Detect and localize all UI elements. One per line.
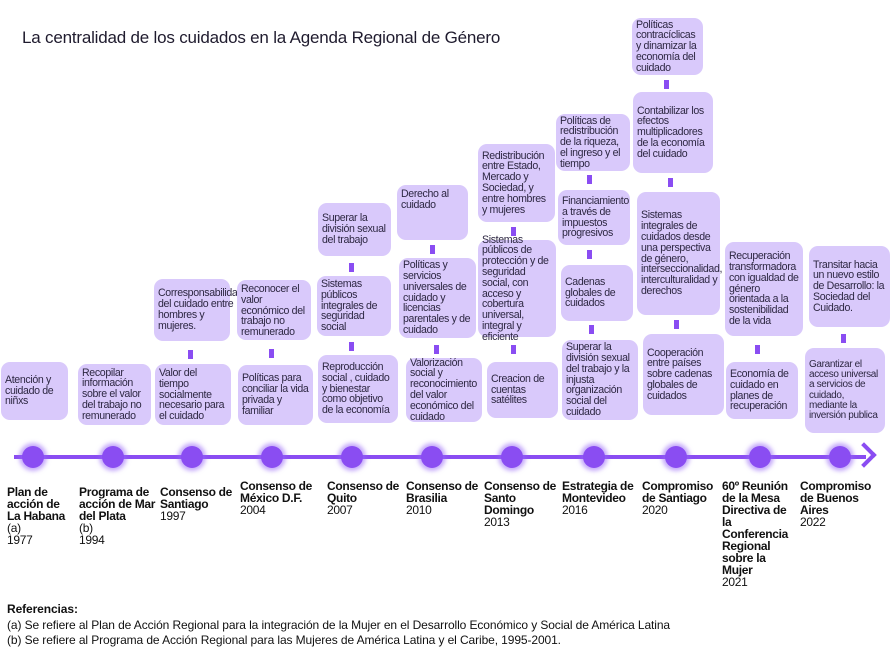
references-heading: Referencias: [7, 602, 78, 616]
milestone-name: Plan de acción de La Habana [7, 485, 65, 523]
milestone-box: Superar la división sexual del trabajo y… [562, 340, 638, 420]
milestone-name: 60º Reunión de la Mesa Directiva de la C… [722, 479, 789, 577]
milestone-box: Cadenas globales de cuidados [561, 265, 633, 321]
page-title: La centralidad de los cuidados en la Age… [22, 28, 501, 47]
milestone-box: Transitar hacia un nuevo estilo de Desar… [809, 246, 890, 327]
connector [587, 175, 592, 184]
connector [674, 320, 679, 329]
milestone-box: Financiamiento a través de impuestos pro… [558, 190, 630, 245]
timeline-dot [181, 446, 203, 468]
timeline-dot [341, 446, 363, 468]
references: Referencias: (a) Se refiere al Plan de A… [7, 602, 670, 649]
milestone-note: (a) [7, 521, 21, 535]
milestone-box: Reconocer el valor económico del trabajo… [237, 280, 311, 340]
milestone-name: Consenso de Santo Domingo [484, 479, 557, 517]
milestone-box: Derecho al cuidado [397, 185, 468, 240]
milestone-name: Consenso de Quito [327, 479, 400, 505]
milestone-box: Sistemas públicos integrales de segurida… [317, 276, 391, 336]
milestone-name: Consenso de Santiago [160, 485, 233, 511]
milestone-year: 2004 [240, 503, 266, 517]
milestone-box: Redistribución entre Estado, Mercado y S… [478, 144, 555, 222]
connector [664, 80, 669, 89]
connector [188, 350, 193, 359]
connector [349, 342, 354, 351]
milestone-name: Consenso de Brasilia [406, 479, 479, 505]
timeline-dot [829, 446, 851, 468]
milestone-label: 60º Reunión de la Mesa Directiva de la C… [722, 480, 796, 588]
connector [755, 345, 760, 354]
milestone-name: Consenso de México D.F. [240, 479, 313, 505]
milestone-year: 2010 [406, 503, 432, 517]
milestone-box: Recuperación transformadora con igualdad… [725, 242, 803, 336]
timeline-dot [501, 446, 523, 468]
milestone-box: Cooperación entre países sobre cadenas g… [643, 334, 724, 415]
milestone-box: Recopilar información sobre el valor del… [78, 364, 151, 425]
milestone-year: 2013 [484, 515, 510, 529]
timeline-dot [102, 446, 124, 468]
milestone-year: 1994 [79, 533, 105, 547]
milestone-name: Estrategia de Montevideo [562, 479, 634, 505]
milestone-year: 2016 [562, 503, 588, 517]
milestone-box: Sistemas integrales de cuidados desde un… [637, 192, 722, 315]
milestone-box: Garantizar el acceso universal a servici… [805, 348, 885, 433]
milestone-box: Atención y cuidado de niñxs [1, 362, 68, 420]
timeline-dot [665, 446, 687, 468]
connector [511, 227, 516, 236]
milestone-year: 2022 [800, 515, 826, 529]
milestone-year: 2020 [642, 503, 668, 517]
connector [511, 345, 516, 354]
connector [269, 349, 274, 358]
connector [349, 263, 354, 272]
milestone-year: 1977 [7, 533, 33, 547]
milestone-label: Plan de acción de La Habana(a)1977 [7, 486, 75, 546]
milestone-box: Sistemas públicos de protección y de seg… [478, 234, 556, 342]
connector [668, 178, 673, 187]
milestone-box: Valor del tiempo socialmente necesario p… [155, 364, 231, 425]
milestone-name: Compromiso de Buenos Aires [800, 479, 872, 517]
timeline-dot [421, 446, 443, 468]
milestone-box: Economía de cuidado en planes de recuper… [726, 362, 798, 419]
milestone-name: Programa de acción de Mar del Plata [79, 485, 156, 523]
connector [430, 245, 435, 254]
milestone-label: Programa de acción de Mar del Plata(b)19… [79, 486, 157, 546]
arrow-head-icon [851, 442, 877, 468]
milestone-year: 2007 [327, 503, 353, 517]
milestone-name: Compromiso de Santiago [642, 479, 714, 505]
connector [434, 345, 439, 354]
timeline-dot [22, 446, 44, 468]
milestone-box: Creacion de cuentas satélites [487, 362, 558, 418]
milestone-box: Valorización social y reconocimiento del… [406, 357, 482, 422]
milestone-box: Reproducción social , cuidado y bienesta… [318, 355, 398, 423]
milestone-box: Superar la división sexual del trabajo [318, 203, 391, 256]
milestone-label: Consenso de México D.F.2004 [240, 480, 320, 516]
connector [841, 334, 846, 343]
milestone-year: 2021 [722, 575, 748, 589]
milestone-box: Políticas y servicios universales de cui… [399, 258, 476, 338]
connector [587, 250, 592, 259]
reference-a: (a) Se refiere al Plan de Acción Regiona… [7, 617, 670, 632]
milestone-box: Políticas de redistribución de la riquez… [556, 114, 630, 171]
milestone-box: Políticas para conciliar la vida privada… [238, 365, 313, 425]
milestone-box: Contabilizar los efectos multiplicadores… [633, 92, 713, 173]
timeline-dot [749, 446, 771, 468]
reference-b: (b) Se refiere al Programa de Acción Reg… [7, 633, 561, 648]
milestone-year: 1997 [160, 509, 186, 523]
milestone-note: (b) [79, 521, 93, 535]
timeline-dot [261, 446, 283, 468]
milestone-box: Políticas contracíclicas y dinamizar la … [632, 18, 703, 75]
connector [589, 325, 594, 334]
timeline-dot [583, 446, 605, 468]
milestone-box: Corresponsabilidad del cuidado entre hom… [154, 279, 243, 341]
